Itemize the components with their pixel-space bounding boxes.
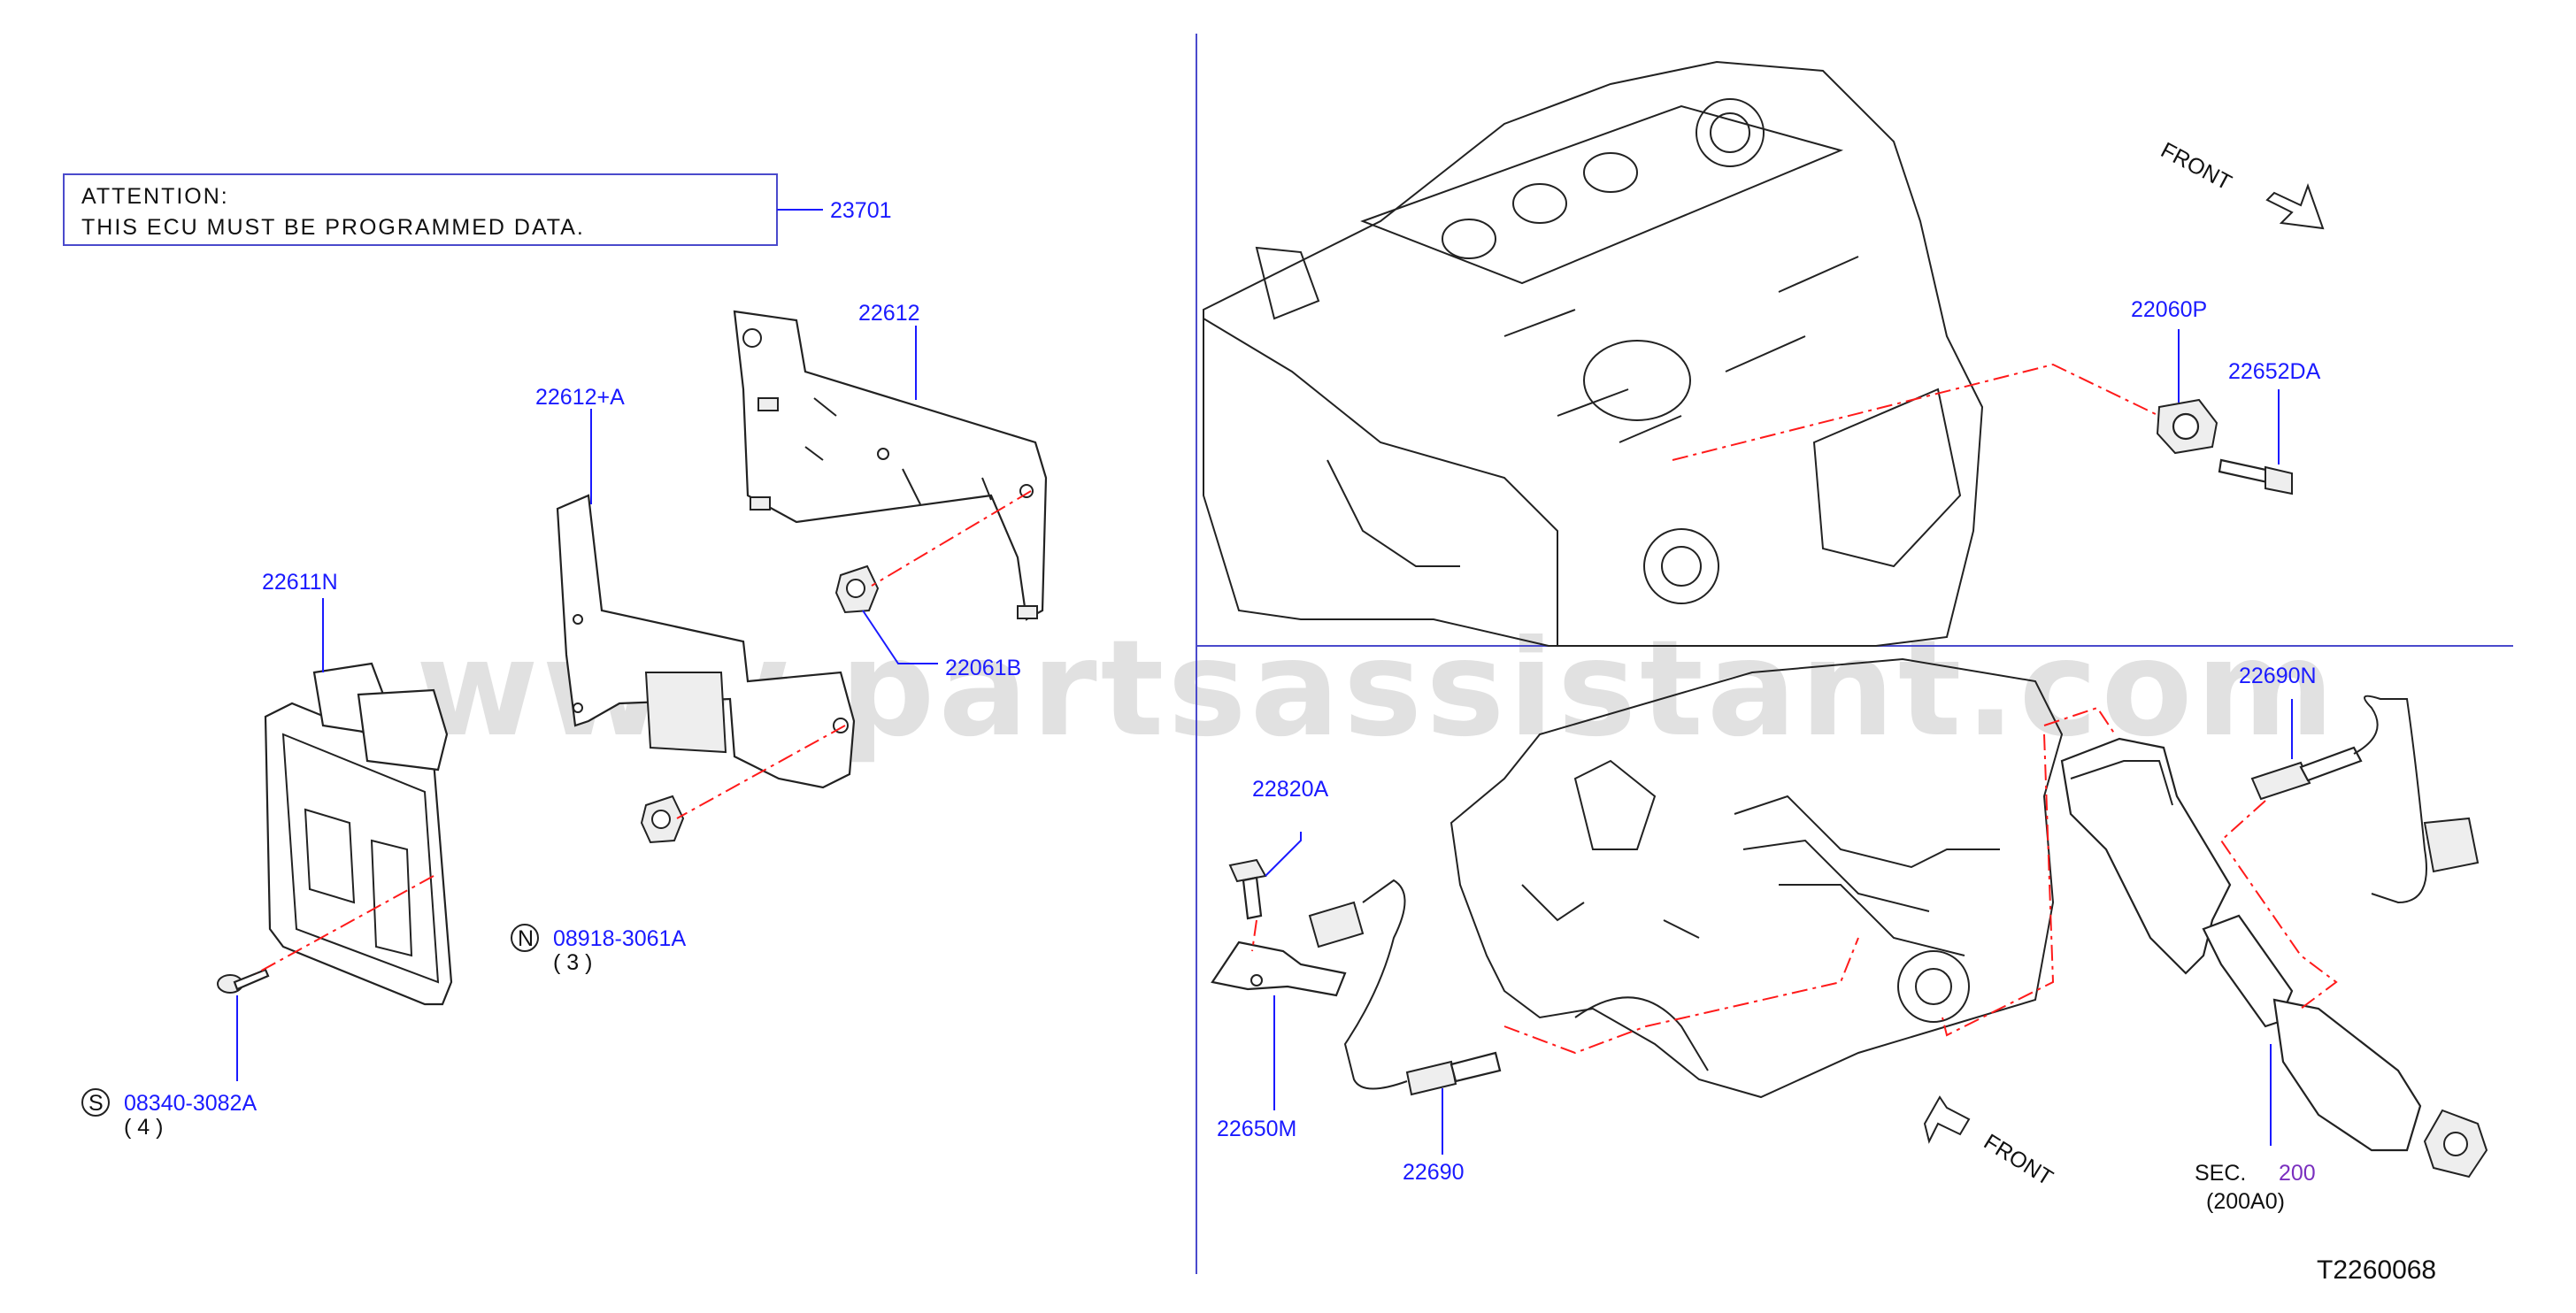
symbol-s: S — [88, 1091, 104, 1116]
ref-line-bracket-nut — [871, 490, 1032, 587]
front-label-top: FRONT — [2157, 138, 2235, 196]
catalytic-converter[interactable] — [2060, 737, 2488, 1179]
part-label-22820a[interactable]: 22820A — [1252, 777, 1329, 802]
part-label-22612-a[interactable]: 22612+A — [535, 385, 625, 410]
ref-line-manifold — [1942, 706, 2116, 1037]
engine-manifold — [1449, 657, 2064, 1099]
part-label-22690[interactable]: 22690 — [1403, 1160, 1465, 1185]
section-ref-sub: (200A0) — [2206, 1189, 2285, 1214]
diagram-id: T2260068 — [2317, 1255, 2436, 1285]
part-label-22611n[interactable]: 22611N — [262, 570, 338, 595]
part-label-22061b[interactable]: 22061B — [945, 656, 1021, 680]
bolt-22820a[interactable] — [1228, 858, 1267, 920]
screw-08340-3082a[interactable] — [217, 968, 270, 994]
ref-line-ecu-screw — [256, 875, 434, 974]
front-label-bottom: FRONT — [1980, 1129, 2057, 1190]
qty-08918: ( 3 ) — [553, 950, 592, 975]
part-label-22612[interactable]: 22612 — [858, 301, 920, 326]
attention-note: ATTENTION: THIS ECU MUST BE PROGRAMMED D… — [63, 173, 892, 246]
symbol-n: N — [518, 926, 534, 951]
ref-line-knock-sensor — [1672, 363, 2160, 461]
part-label-22652da[interactable]: 22652DA — [2228, 359, 2321, 384]
part-label-22690n[interactable]: 22690N — [2239, 664, 2317, 688]
ref-line-clip — [1251, 919, 1257, 952]
attention-title: ATTENTION: — [81, 184, 229, 209]
bolt-22652da[interactable] — [2218, 458, 2293, 495]
bracket-22612[interactable] — [733, 310, 1048, 621]
ref-line-sensor-22690n — [2219, 800, 2338, 1010]
knock-sensor-22060p[interactable] — [2156, 398, 2218, 455]
part-label-23701[interactable]: 23701 — [830, 198, 892, 223]
front-arrow-bottom: FRONT — [1923, 1095, 2057, 1191]
sensor-22690[interactable] — [1308, 879, 1502, 1096]
attention-text: THIS ECU MUST BE PROGRAMMED DATA. — [81, 215, 585, 240]
section-ref-200[interactable]: 200 — [2279, 1161, 2316, 1186]
part-label-22060p[interactable]: 22060P — [2131, 297, 2207, 322]
engine-head — [1203, 60, 1984, 647]
clip-22650m[interactable] — [1211, 941, 1347, 997]
front-arrow-top: FRONT — [2157, 138, 2325, 230]
part-label-08340-3082a[interactable]: 08340-3082A — [124, 1091, 257, 1116]
ref-line-sensor-22690 — [1503, 937, 1859, 1055]
section-label: SEC. — [2195, 1161, 2246, 1186]
ref-line-bracket-nut-2 — [676, 725, 846, 819]
nut-08918-3061a[interactable] — [640, 795, 685, 844]
ecu-22611n[interactable] — [264, 662, 453, 1006]
part-label-22650m[interactable]: 22650M — [1217, 1117, 1296, 1141]
part-label-08918-3061a[interactable]: 08918-3061A — [553, 926, 686, 951]
nut-22061b[interactable] — [834, 564, 880, 614]
sensor-22690n[interactable] — [2250, 695, 2480, 904]
qty-08340: ( 4 ) — [124, 1115, 163, 1140]
